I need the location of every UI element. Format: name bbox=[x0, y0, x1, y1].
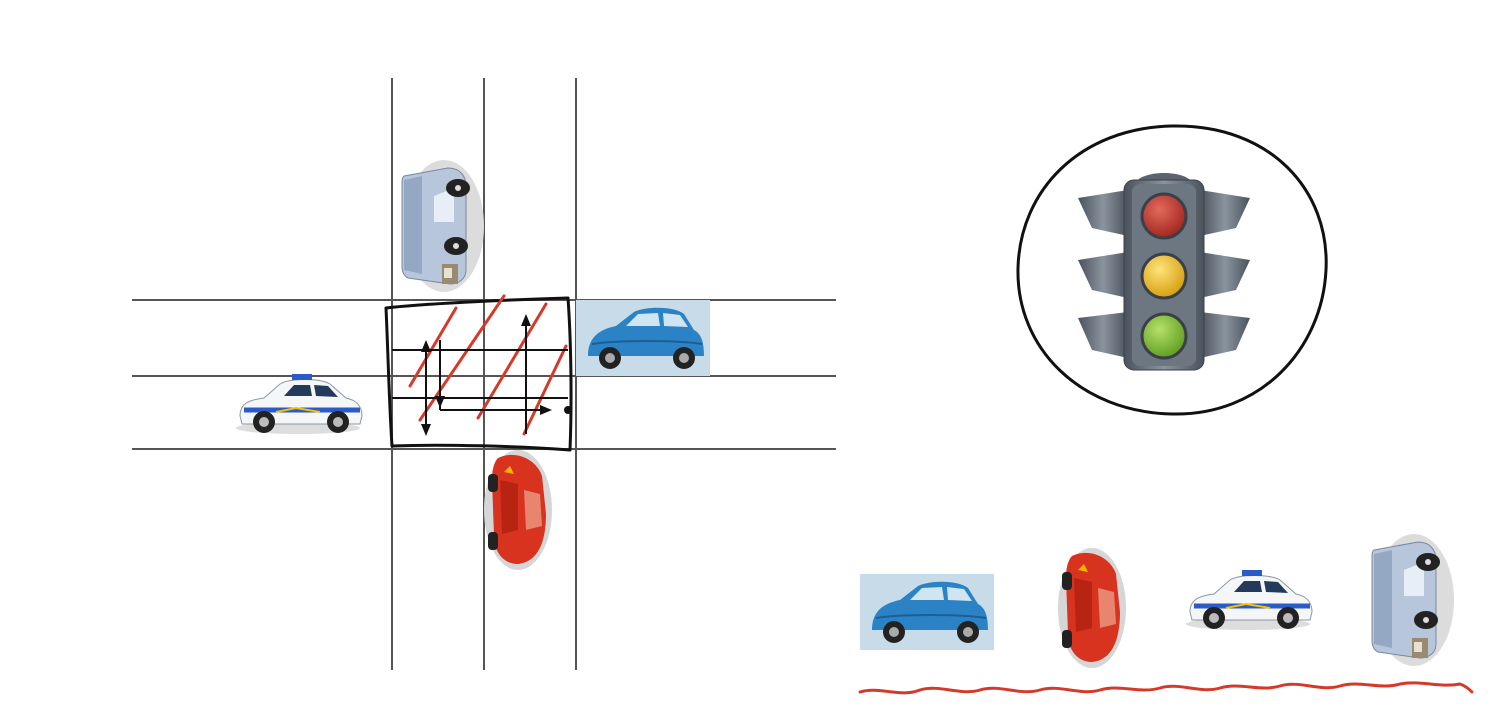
road-grid bbox=[132, 78, 836, 670]
yellow-lamp bbox=[1140, 252, 1188, 300]
traffic-light-icon bbox=[1078, 173, 1250, 371]
queue-truck bbox=[1371, 533, 1455, 667]
conflict-zone bbox=[384, 294, 573, 452]
red-car-southbound bbox=[484, 450, 552, 570]
traffic-light-group bbox=[1016, 124, 1328, 416]
blue-car-westbound bbox=[575, 299, 711, 377]
police-car-eastbound bbox=[236, 374, 362, 434]
queue-blue-car bbox=[859, 573, 995, 651]
hatch-marks bbox=[408, 294, 568, 436]
traffic-light-circle bbox=[1016, 124, 1328, 416]
queue-police-car bbox=[1186, 570, 1312, 630]
truck-northbound bbox=[401, 159, 485, 293]
path-arrows bbox=[392, 314, 572, 436]
queue-red-car bbox=[1058, 548, 1126, 668]
red-lamp bbox=[1140, 192, 1188, 240]
queue-underline bbox=[858, 681, 1474, 695]
vehicle-queue bbox=[858, 533, 1474, 695]
green-lamp bbox=[1140, 312, 1188, 360]
